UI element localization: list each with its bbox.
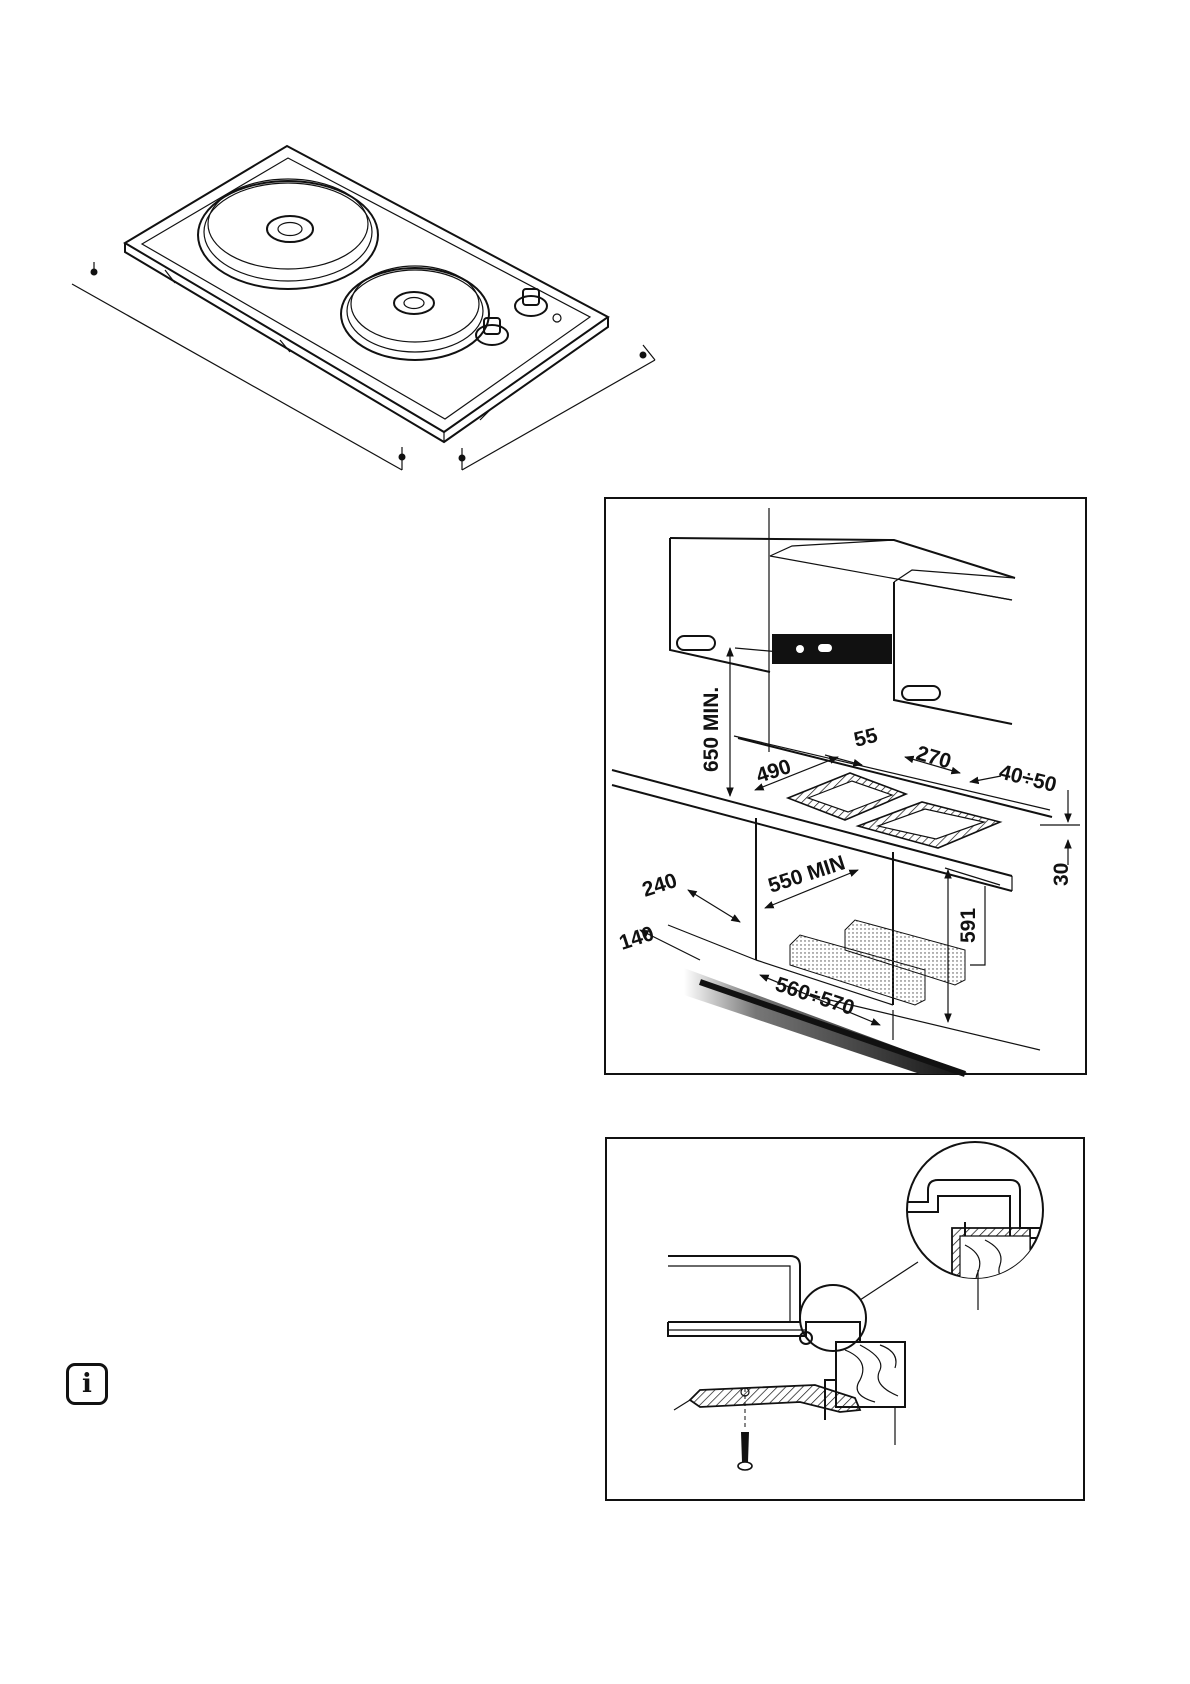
detail-magnified <box>900 1142 1045 1310</box>
hob-dimension-lines <box>72 262 655 470</box>
dim-270: 270 <box>914 742 954 774</box>
info-icon: i <box>66 1363 108 1405</box>
fixing-frame <box>606 1138 1084 1500</box>
dim-650-min: 650 MIN. <box>700 687 723 772</box>
info-icon-glyph: i <box>82 1371 92 1397</box>
dim-30: 30 <box>1050 863 1073 886</box>
cutout-figure: 650 MIN. 55 270 490 40÷50 30 240 550 MIN… <box>605 498 1086 1074</box>
dim-591: 591 <box>957 908 980 943</box>
hotplate-small <box>341 266 489 360</box>
dim-140: 140 <box>616 922 656 955</box>
fixing-figure <box>606 1138 1084 1500</box>
cutout-openings <box>788 773 1000 848</box>
dim-240: 240 <box>639 869 679 902</box>
base-cabinet <box>668 818 1040 1050</box>
dim-490: 490 <box>753 755 793 788</box>
dim-55: 55 <box>852 724 881 752</box>
control-knobs <box>476 289 561 345</box>
hotplate-large <box>198 179 378 289</box>
hob-figure <box>72 146 655 470</box>
dim-40-50: 40÷50 <box>997 761 1059 797</box>
